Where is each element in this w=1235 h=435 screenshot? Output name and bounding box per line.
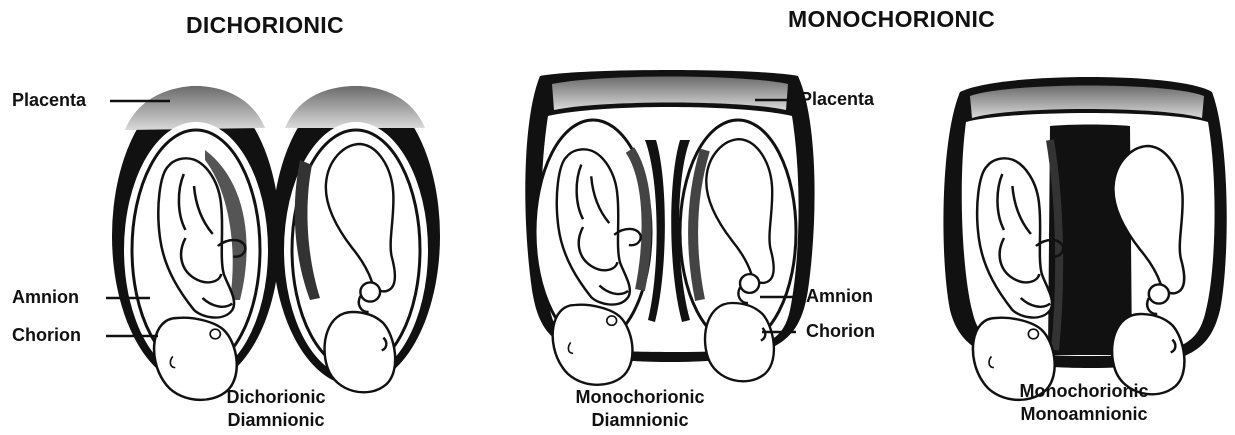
caption-mo-di-line2: Diamnionic: [530, 409, 750, 432]
caption-mo-mo-line1: Monochorionic: [974, 380, 1194, 403]
caption-dichorionic-diamnionic: Dichorionic Diamnionic: [166, 386, 386, 432]
caption-di-di-line1: Dichorionic: [166, 386, 386, 409]
caption-monochorionic-diamnionic: Monochorionic Diamnionic: [530, 386, 750, 432]
monochorionic-monoamnionic-figure: [943, 77, 1226, 400]
caption-mo-di-line1: Monochorionic: [530, 386, 750, 409]
monochorionic-diamnionic-figure: [525, 70, 814, 385]
caption-mo-mo-line2: Monoamnionic: [974, 403, 1194, 426]
label-amnion-right: Amnion: [806, 286, 873, 307]
label-placenta-left: Placenta: [12, 90, 86, 111]
label-chorion-left: Chorion: [12, 325, 81, 346]
label-chorion-right: Chorion: [806, 321, 875, 342]
label-placenta-right: Placenta: [800, 89, 874, 110]
dichorionic-diamnionic-figure: [112, 86, 440, 400]
caption-monochorionic-monoamnionic: Monochorionic Monoamnionic: [974, 380, 1194, 426]
caption-di-di-line2: Diamnionic: [166, 409, 386, 432]
label-amnion-left: Amnion: [12, 287, 79, 308]
